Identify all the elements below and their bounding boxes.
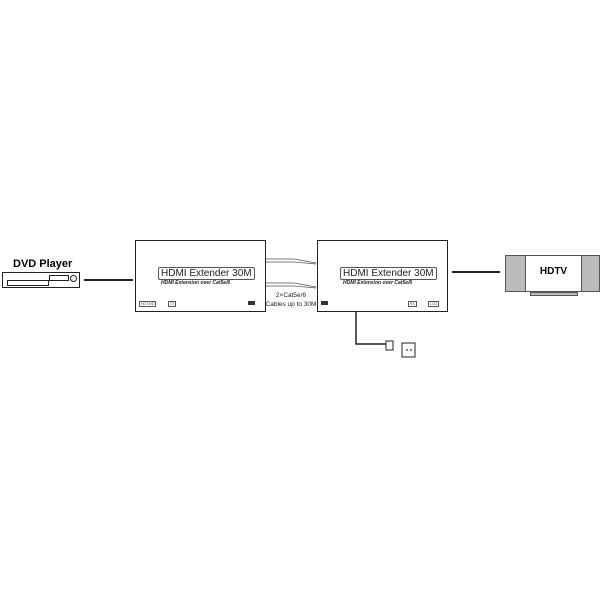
- receiver-unit: HDMI Extender 30M HDMI Extension over Ca…: [317, 240, 448, 312]
- dvd-player-label: DVD Player: [13, 258, 73, 270]
- link-caption-line1: 2×Cat5e/6: [275, 292, 307, 299]
- hdtv-device: HDTV: [505, 255, 600, 292]
- disc-tray: [7, 280, 49, 286]
- transmitter-port: HD DVD: [139, 301, 157, 307]
- cat-cables: [266, 258, 317, 289]
- hdmi-cable-in: [84, 279, 133, 281]
- transmitter-unit: HDMI Extender 30M HDMI Extension over Ca…: [135, 240, 266, 312]
- cat-cable-top: [266, 258, 317, 265]
- transmitter-subtitle: HDMI Extension over Cat5e/6: [161, 280, 231, 286]
- link-caption-line2: Cables up to 30M: [265, 301, 317, 308]
- power-led-icon: [248, 301, 255, 305]
- hdtv-label: HDTV: [539, 266, 568, 277]
- receiver-subtitle: HDMI Extension over Cat5e/6: [343, 280, 413, 286]
- tv-stand: [530, 292, 578, 296]
- transmitter-port: TX: [168, 301, 177, 307]
- receiver-port: RX: [408, 301, 417, 307]
- receiver-port: LCD: [428, 301, 440, 307]
- power-plug-icon: [385, 340, 394, 351]
- power-led-icon: [321, 301, 328, 305]
- power-knob-icon: [70, 275, 77, 282]
- cat-cable-bottom: [266, 282, 317, 289]
- power-outlet-icon: [401, 342, 416, 358]
- power-cord: [355, 312, 416, 358]
- dvd-player-device: [2, 272, 80, 288]
- hdmi-cable-out: [452, 271, 500, 273]
- display-slot: [49, 275, 69, 281]
- tv-screen: [525, 256, 582, 291]
- receiver-title: HDMI Extender 30M: [340, 267, 437, 280]
- transmitter-title: HDMI Extender 30M: [158, 267, 255, 280]
